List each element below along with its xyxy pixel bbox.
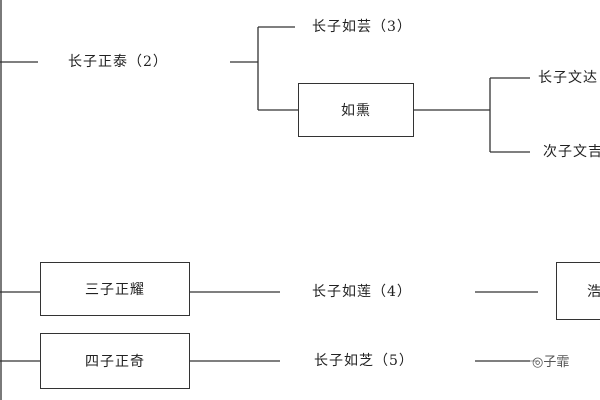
node-ruyun: 长子如芸（3） <box>312 19 412 35</box>
watermark: ◎子霏 <box>530 351 572 370</box>
node-clipped-label: 浩 <box>587 284 600 300</box>
node-ruzhi: 长子如芝（5） <box>314 353 414 369</box>
node-zhengyao-box: 三子正耀 <box>40 262 190 316</box>
node-zhengqi-label: 四子正奇 <box>85 354 145 370</box>
node-wenda: 长子文达 <box>538 70 598 86</box>
node-clipped-box: 浩 <box>556 262 600 320</box>
node-zhengyao-label: 三子正耀 <box>85 282 145 298</box>
watermark-icon: ◎ <box>532 355 544 370</box>
node-rulian: 长子如莲（4） <box>312 284 412 300</box>
node-ruxun-box: 如熏 <box>298 83 414 137</box>
node-wenji: 次子文吉 <box>543 144 600 160</box>
watermark-text: 子霏 <box>543 355 570 370</box>
node-zhengqi-box: 四子正奇 <box>40 333 190 389</box>
node-zhengtai: 长子正泰（2） <box>68 54 168 70</box>
node-ruxun-label: 如熏 <box>341 103 371 119</box>
